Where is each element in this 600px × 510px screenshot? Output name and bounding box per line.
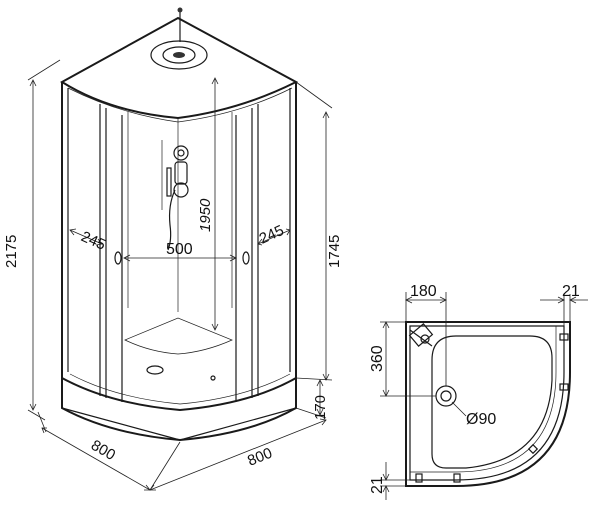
plan-drain-inner [440,390,452,402]
drain-offset-y-label: 360 [369,345,386,372]
tray-inner-rim [69,373,291,405]
tray-floor [124,317,233,355]
shower-mixer [161,140,189,251]
tray-apron-left-edge [61,407,181,441]
plan-roller-3 [453,473,461,483]
door-opening-label: 500 [166,241,193,258]
tray-rim [61,377,297,412]
plan-roller-1 [559,333,569,341]
shower-head-outer [150,40,208,70]
depth-right-label: 800 [245,445,275,470]
plan-roller-5 [527,443,539,455]
plan-outer [405,321,571,487]
tray-bolt [210,375,216,381]
plan-view [405,321,571,487]
right-door-handle [242,251,250,265]
plan-mixer [408,323,434,347]
plan-inner-tray [431,335,553,469]
roof-antenna-tip [177,7,183,13]
shower-head-core [173,52,185,58]
plan-rim [409,325,565,481]
shower-head-inner [162,46,196,64]
cabin-3d-view [60,7,299,442]
plan-dimensions: 180 21 360 21 Ø90 [369,283,588,500]
tray-height-label: 170 [312,395,329,420]
plan-roller-4 [415,473,423,483]
cabin-height-label: 1745 [326,235,343,268]
left-door-handle [114,251,122,265]
inner-height-label: 1950 [197,198,214,232]
overall-height-label: 2175 [3,235,20,268]
depth-left-label: 800 [88,437,118,464]
drain-diameter-label: Ø90 [466,411,496,428]
wall-gap-right-label: 21 [562,283,580,300]
door-side-right-label: 245 [257,222,287,248]
plan-roller-2 [559,383,569,391]
roof-outline [60,16,299,120]
door-side-left-label: 245 [78,228,108,254]
front-dimensions: 2175 1745 1950 245 245 500 170 [3,59,343,491]
wall-gap-bottom-label: 21 [369,476,386,494]
tray-apron-right-edge [179,407,297,441]
drain-offset-x-label: 180 [410,283,437,300]
tray-drain [146,365,164,375]
